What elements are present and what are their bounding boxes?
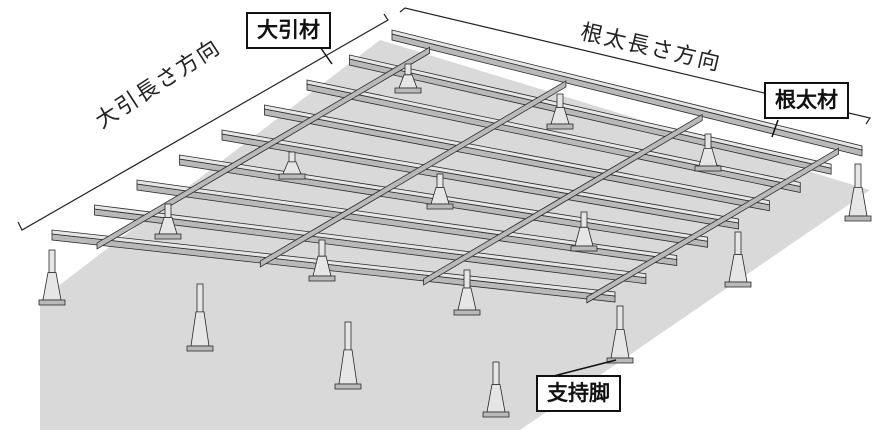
support-label: 支持脚 [536,375,621,412]
post-foot [482,411,510,418]
main-beam [586,147,839,304]
support-group [38,63,872,418]
post-shaft [616,305,624,330]
post-foot [278,173,306,180]
post-shaft [344,321,352,351]
joist-top-flange [94,204,647,279]
post-shaft [404,63,412,76]
joist-direction-line [399,7,871,125]
joist-top-flange [51,229,616,297]
joist-callout-leader [771,119,779,138]
post-foot [308,275,336,282]
post-shaft [436,173,444,188]
post-foot [186,345,214,352]
post-shaft [492,361,500,385]
post-foot [38,299,66,306]
joist-group [51,29,863,303]
joist-top-flange [264,104,770,206]
post-foot [606,357,634,364]
post-shaft [463,269,471,289]
joist-top-flange [221,129,739,224]
joist-top-flange [136,179,678,260]
joist-top-flange [306,79,801,187]
post-shaft [288,151,296,163]
post-base [42,272,62,301]
post-shaft [580,211,588,228]
post-foot [546,123,574,130]
post-shaft [48,249,56,273]
floor-plane [40,40,870,430]
joist-label: 根太材 [764,82,849,119]
post-foot [694,165,722,172]
post-shaft [704,133,712,149]
joist-top-flange [391,29,863,151]
post-foot [426,203,454,210]
post-foot [334,383,362,390]
post-shaft [196,283,204,313]
post-shaft [854,163,862,188]
post-foot [453,309,481,316]
post-foot [724,281,752,288]
post-foot [844,215,872,222]
post-foot [154,233,182,240]
main-beam [96,46,431,250]
post-foot [394,87,422,94]
post-foot [570,245,598,252]
post-shaft [318,239,326,257]
beam-direction-line [17,13,389,231]
main-beam [423,113,703,286]
beam-group [96,46,839,304]
post-shaft [556,93,564,108]
main-beam [259,80,567,268]
beam-main-label: 大引材 [246,12,331,49]
post-shaft [164,203,172,218]
post-shaft [734,231,742,255]
